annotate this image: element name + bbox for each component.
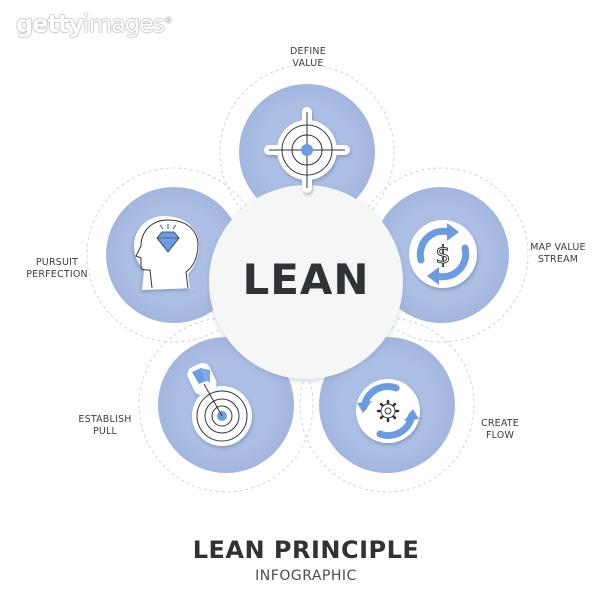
crosshair-target-icon xyxy=(264,107,350,193)
label-map-value-stream: MAP VALUE STREAM xyxy=(520,242,596,266)
label-define-value: DEFINE VALUE xyxy=(270,46,346,70)
watermark-logo: gettyimages® xyxy=(16,10,172,38)
svg-text:$: $ xyxy=(435,241,450,269)
ring-define-value xyxy=(219,64,395,240)
label-line1: PURSUIT xyxy=(35,257,79,268)
watermark-part1: getty xyxy=(16,10,84,38)
watermark-registered: ® xyxy=(164,16,172,25)
label-pursuit-perfection: PURSUIT PERFECTION xyxy=(18,257,96,281)
watermark-part2: images xyxy=(83,10,165,38)
label-line2: STREAM xyxy=(537,254,579,265)
dollar-cycle-icon: $ xyxy=(409,220,477,288)
label-line2: VALUE xyxy=(292,58,324,69)
label-line1: DEFINE xyxy=(290,46,326,57)
gear-glyph xyxy=(376,399,400,423)
head-diamond-icon xyxy=(134,216,200,290)
label-line1: MAP VALUE xyxy=(530,242,586,253)
center-title: LEAN xyxy=(242,255,370,304)
label-line2: PULL xyxy=(92,426,118,437)
label-line1: ESTABLISH xyxy=(78,414,132,425)
gear-cycle-icon xyxy=(356,379,420,443)
sub-title: INFOGRAPHIC xyxy=(255,568,357,584)
label-line1: CREATE xyxy=(480,418,519,429)
label-establish-pull: ESTABLISH PULL xyxy=(70,414,140,438)
center-circle xyxy=(209,185,403,379)
label-line2: FLOW xyxy=(485,430,515,441)
label-create-flow: CREATE FLOW xyxy=(470,418,530,442)
label-line2: PERFECTION xyxy=(26,269,88,280)
arrow-bullseye-icon xyxy=(187,362,252,446)
main-title: LEAN PRINCIPLE xyxy=(192,536,420,564)
